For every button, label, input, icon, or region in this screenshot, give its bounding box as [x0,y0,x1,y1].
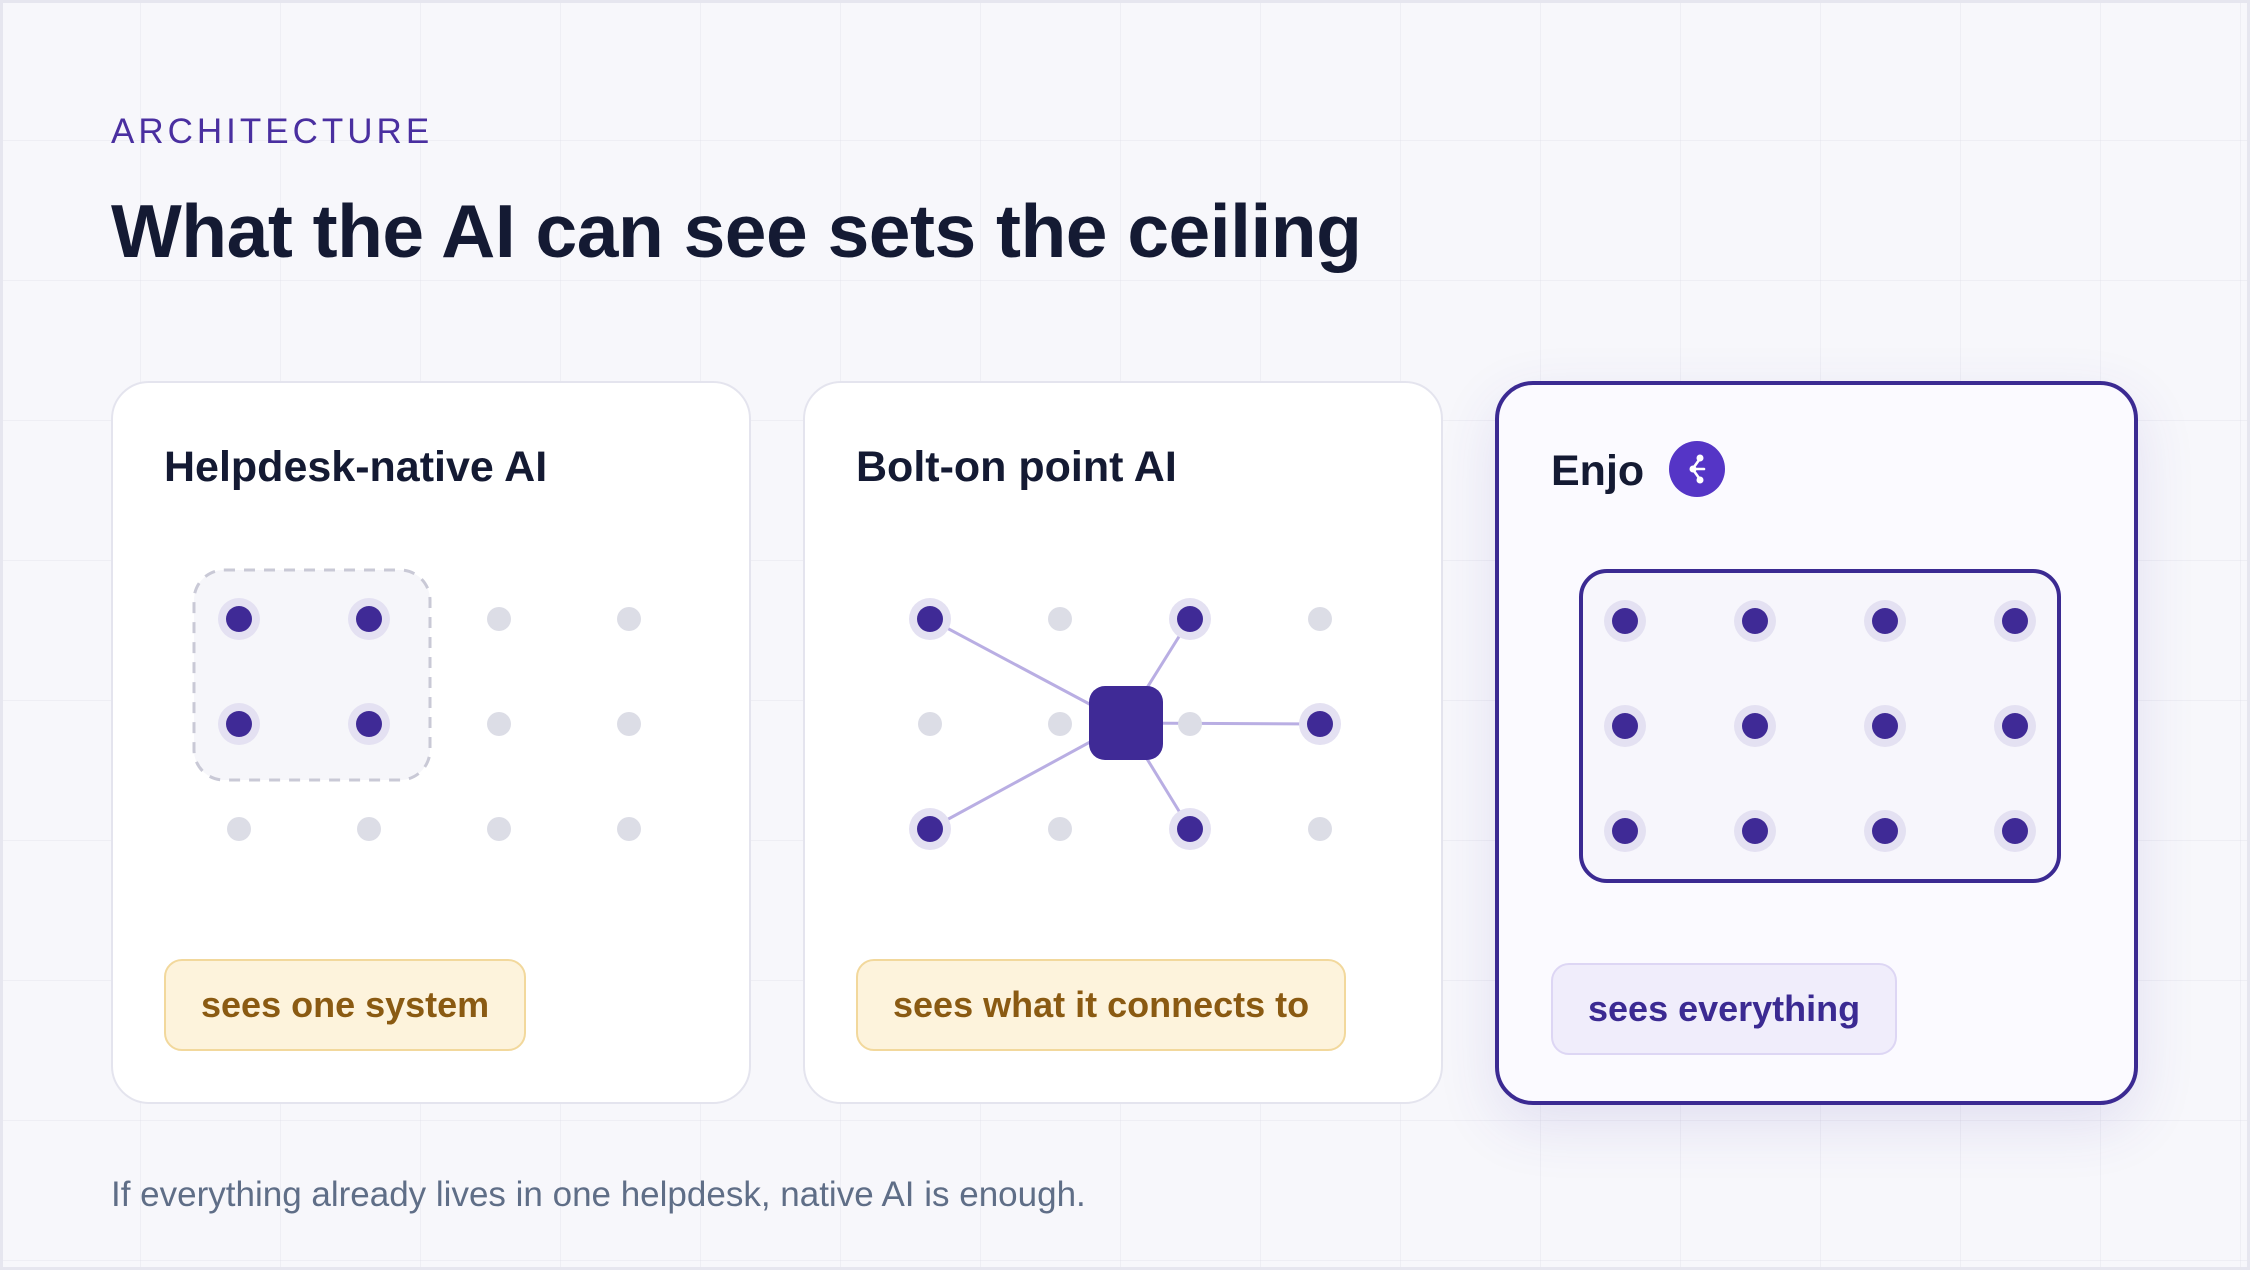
full-view-diagram [1579,569,2061,883]
section-eyebrow: ARCHITECTURE [111,112,434,151]
one-system-diagram [192,568,641,841]
inactive-node [617,607,641,631]
scope-badge: sees everything [1551,963,1898,1055]
page-title: What the AI can see sets the ceiling [111,189,1362,273]
inactive-node [1048,817,1072,841]
card-enjo: Enjo sees everything [1495,381,2138,1105]
inactive-node [617,712,641,736]
node-grid [909,598,1341,850]
card-title: Bolt-on point AI [856,443,1177,491]
inactive-node [487,712,511,736]
inactive-node [487,817,511,841]
inactive-node [487,607,511,631]
card-title: Enjo [1551,447,1645,495]
hub-square [1089,686,1163,760]
full-boundary [1579,569,2061,883]
inactive-node [357,817,381,841]
card-helpdesk-native: Helpdesk-native AI sees one system [111,381,751,1104]
inactive-node [1308,817,1332,841]
inactive-node [1308,607,1332,631]
inactive-node [1048,607,1072,631]
scope-badge: sees one system [164,959,527,1051]
node-grid [1604,600,2036,852]
hub-diagram [909,598,1341,850]
node-grid [218,598,641,841]
card-title: Helpdesk-native AI [164,443,548,491]
footnote: If everything already lives in one helpd… [111,1175,1086,1214]
inactive-node [1178,712,1202,736]
card-bolt-on: Bolt-on point AI sees what it connects t… [803,381,1443,1104]
inactive-node [617,817,641,841]
enjo-logo-icon [1669,441,1725,497]
inactive-node [227,817,251,841]
inactive-node [1048,712,1072,736]
inactive-node [918,712,942,736]
scope-badge: sees what it connects to [856,959,1347,1051]
